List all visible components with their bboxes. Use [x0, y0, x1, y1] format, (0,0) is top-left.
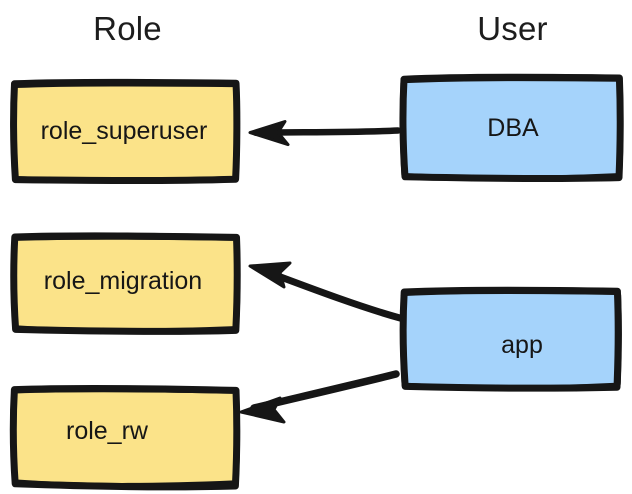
node-app[interactable]: app	[399, 286, 622, 392]
node-role-rw[interactable]: role_rw	[9, 384, 241, 491]
node-label: app	[501, 330, 543, 359]
edge-app-to-role-rw	[239, 370, 400, 424]
edge-app-to-role-migration	[248, 261, 404, 322]
column-header-user: User	[477, 10, 548, 47]
node-role-migration[interactable]: role_migration	[10, 232, 241, 335]
node-label: role_migration	[43, 267, 203, 295]
column-header-role: Role	[93, 10, 162, 47]
node-shape-sketch	[399, 286, 622, 392]
node-role-superuser[interactable]: role_superuser	[10, 78, 241, 184]
node-label: role_rw	[66, 416, 148, 445]
node-shape-sketch	[10, 78, 241, 184]
node-dba[interactable]: DBA	[399, 73, 624, 183]
edge-dba-to-role-superuser	[248, 120, 402, 147]
node-label: role_superuser	[40, 116, 208, 145]
node-label: DBA	[487, 114, 539, 142]
node-shape-sketch	[9, 384, 241, 491]
node-shape-sketch	[10, 232, 241, 335]
node-shape-sketch	[399, 73, 624, 183]
